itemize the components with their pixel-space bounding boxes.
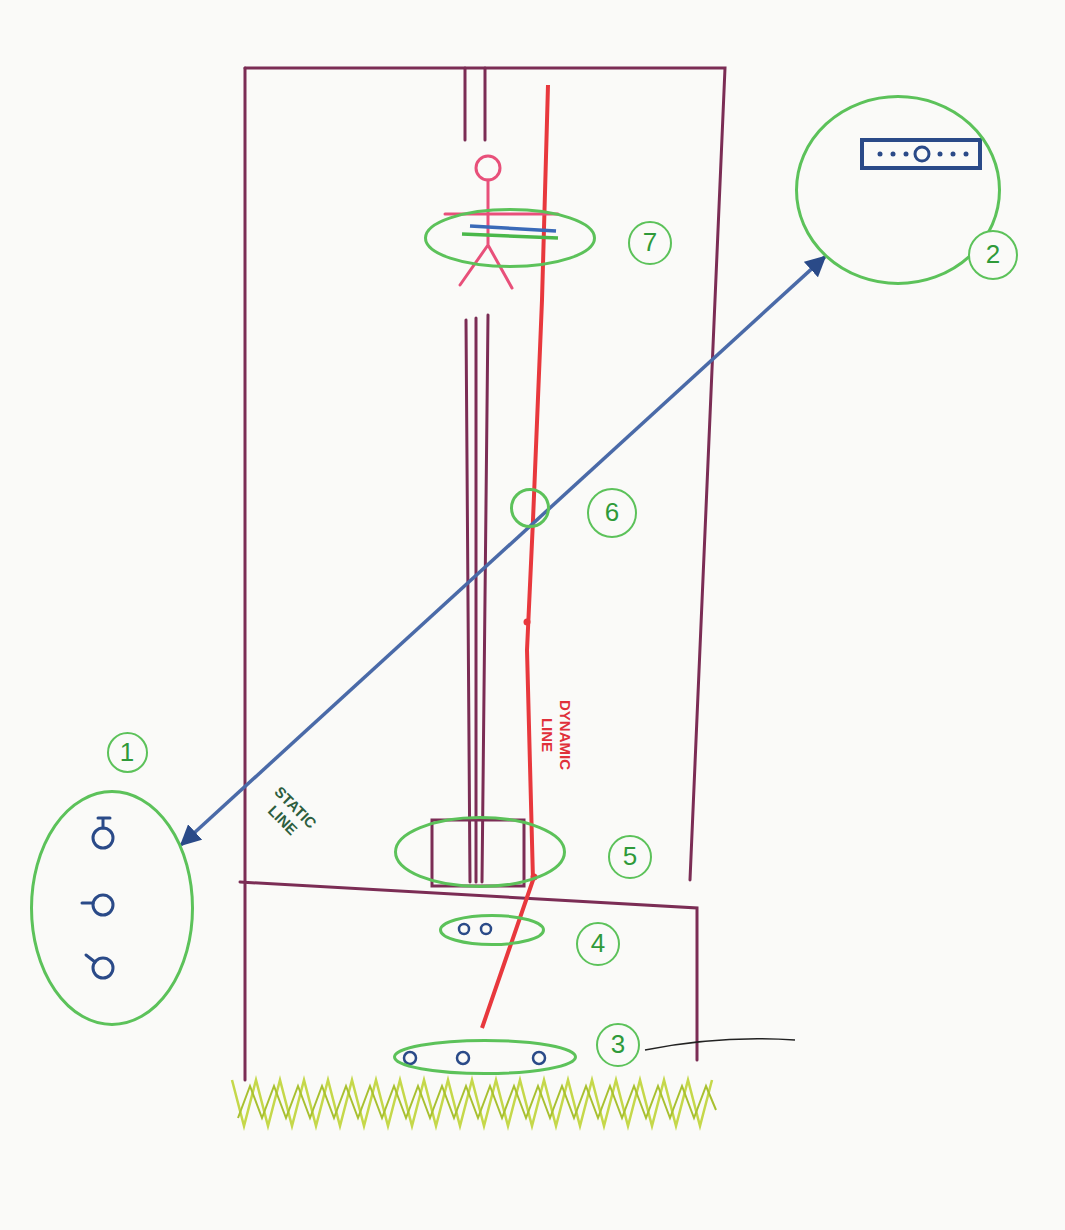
callout-number: 7 [628,221,672,265]
callout-region: 1 [30,790,194,1026]
callout-number: 5 [608,835,652,879]
anchor-point [533,1052,545,1064]
callout-region: 6 [510,488,550,528]
anchor-point [457,1052,469,1064]
device-dot [951,152,956,157]
slot-top [465,68,485,140]
slot [466,315,488,882]
region-ellipse [441,916,544,945]
harness-bar [462,234,558,238]
callout-region: 5 [394,816,566,888]
device-dot [938,152,943,157]
callout-region: 2 [795,95,1001,285]
callout-number: 4 [576,922,620,966]
line-label: STATIC LINE [252,777,326,851]
anchor-stem [86,955,95,962]
callout-region: 3 [393,1039,577,1075]
region-ellipse [32,792,193,1025]
anchor-point [481,924,491,934]
line-label: DYNAMIC LINE [536,693,576,777]
callout-number: 1 [107,732,148,773]
anchor-stem [82,902,93,905]
ground-scribble [238,1086,716,1118]
figure-head [476,156,500,180]
region-outline [394,816,566,888]
stick-figure [445,180,558,288]
device-dot [878,152,883,157]
anchor-stem [98,818,110,828]
anchor-symbol [93,828,113,848]
region-outline [393,1039,577,1075]
device-dot [891,152,896,157]
callout-number: 2 [968,230,1018,280]
callout-region: 4 [439,914,545,946]
harness-bar [470,226,556,231]
device-dot [964,152,969,157]
callout-number: 3 [596,1023,640,1067]
callout-number: 6 [587,488,637,538]
anchor-device-bolt [915,147,929,161]
region-outline [424,208,596,268]
region-outline [30,790,194,1026]
region-ellipse [512,490,549,527]
region-outline [510,488,550,528]
static-line [181,257,825,845]
region-ellipse [426,210,595,267]
region-ellipse [395,1041,576,1074]
device-dot [904,152,909,157]
callout-region: 7 [424,208,596,268]
anchor-point [404,1052,416,1064]
anchor-symbol [93,895,113,915]
line-dot [524,619,531,626]
anchor-point [459,924,469,934]
anchor-device [862,140,980,168]
slot-box [432,820,524,886]
region-ellipse [396,818,565,887]
region-outline [439,914,545,946]
left-wall [244,68,247,1080]
stray-stroke [645,1039,795,1050]
